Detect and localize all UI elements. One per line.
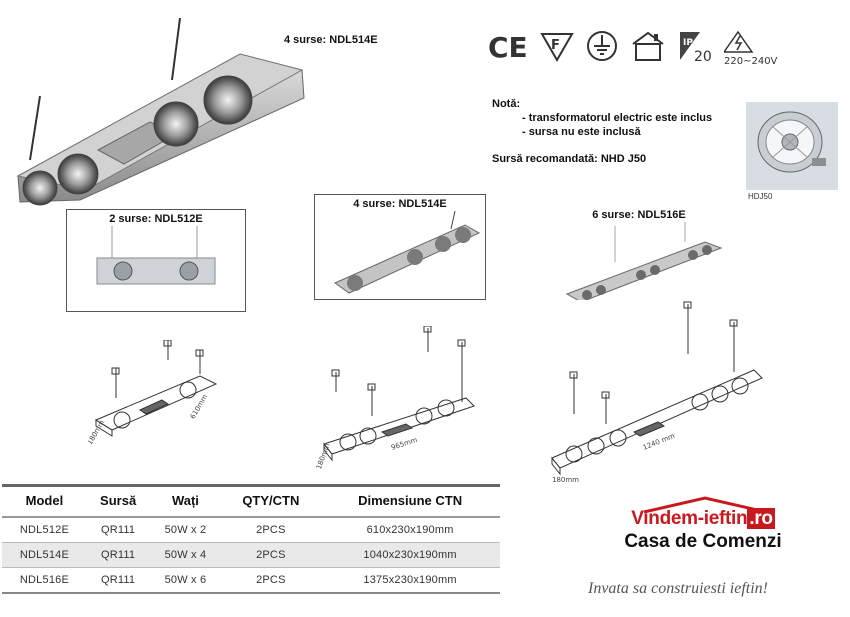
- brand-name[interactable]: Vindem-ieftin.ro: [608, 508, 798, 530]
- hero-fixture-image: [16, 18, 305, 206]
- variant-label: 4 surse: NDL514E: [353, 198, 447, 210]
- col-header-model: Model: [2, 484, 87, 518]
- drawing-ndl514e: 180mm 965mm: [316, 326, 475, 470]
- svg-text:20: 20: [694, 49, 712, 64]
- brand-slogan: Invata sa construiesti ieftin!: [588, 580, 768, 597]
- col-header-source: Sursă: [86, 484, 150, 518]
- cell-qty: 2PCS: [221, 567, 321, 594]
- variant-label: 2 surse: NDL512E: [109, 213, 203, 225]
- brand-tagline: Casa de Comenzi: [624, 531, 782, 552]
- bulb-photo: [746, 102, 838, 190]
- cell-watts: 50W x 2: [149, 517, 222, 543]
- cell-qty: 2PCS: [221, 517, 321, 543]
- table-header-row: Model Sursă Wați QTY/CTN Dimensiune CTN: [2, 484, 500, 518]
- ground-icon: [586, 30, 618, 67]
- bulb-caption: HDJ50: [748, 192, 773, 201]
- variant-label: 6 surse: NDL516E: [592, 209, 686, 221]
- cell-model: NDL512E: [2, 517, 87, 543]
- table-row: NDL516E QR111 50W x 6 2PCS 1375x230x190m…: [2, 567, 500, 594]
- f-mark-icon: F: [540, 30, 574, 67]
- drawing-ndl516e: 180mm 1240 mm: [551, 301, 763, 484]
- cell-dimension: 1375x230x190mm: [320, 567, 500, 594]
- table-row: NDL512E QR111 50W x 2 2PCS 610x230x190mm: [2, 517, 500, 543]
- svg-text:220~240V: 220~240V: [724, 56, 778, 66]
- dimension-width: 180mm: [88, 419, 106, 447]
- note-item: - sursa nu este inclusă: [522, 126, 641, 138]
- cell-model: NDL514E: [2, 542, 87, 568]
- note-item: - transformatorul electric este inclus: [522, 112, 713, 124]
- ce-mark-icon: CE: [488, 30, 528, 67]
- dimension-length: 965mm: [390, 436, 418, 452]
- dimension-length: 1240 mm: [642, 432, 676, 452]
- brand-block: Vindem-ieftin.ro Casa de Comenzi: [608, 508, 798, 553]
- roof-logo-icon: [643, 496, 767, 514]
- drawing-ndl512e: 180mm 610mm: [88, 340, 218, 447]
- table-row: NDL514E QR111 50W x 4 2PCS 1040x230x190m…: [2, 542, 500, 568]
- col-header-watts: Wați: [149, 484, 222, 518]
- cell-source: QR111: [86, 567, 150, 594]
- cell-watts: 50W x 6: [149, 567, 222, 594]
- variant-card-ndl514e: 4 surse: NDL514E: [314, 194, 486, 300]
- cell-model: NDL516E: [2, 567, 87, 594]
- note-title: Notă:: [492, 98, 521, 110]
- col-header-qty: QTY/CTN: [221, 484, 321, 518]
- cell-dimension: 610x230x190mm: [320, 517, 500, 543]
- svg-text:F: F: [551, 38, 560, 53]
- dimension-width: 180mm: [552, 476, 579, 484]
- cell-source: QR111: [86, 517, 150, 543]
- brand-name-main: Vindem-ieftin: [631, 508, 748, 529]
- variant-card-ndl516e: 6 surse: NDL516E: [554, 205, 724, 301]
- hero-label: 4 surse: NDL514E: [284, 34, 378, 46]
- spec-table: Model Sursă Wați QTY/CTN Dimensiune CTN …: [2, 484, 500, 594]
- cell-qty: 2PCS: [221, 542, 321, 568]
- svg-text:CE: CE: [488, 31, 526, 62]
- variant-card-ndl512e: 2 surse: NDL512E: [66, 209, 246, 312]
- col-header-dimension: Dimensiune CTN: [320, 484, 500, 518]
- cell-watts: 50W x 4: [149, 542, 222, 568]
- recommended-source: Sursă recomandată: NHD J50: [492, 153, 647, 165]
- brand-name-tld: .ro: [747, 508, 775, 529]
- cell-dimension: 1040x230x190mm: [320, 542, 500, 568]
- voltage-icon: 220~240V: [722, 30, 794, 71]
- indoor-house-icon: [630, 30, 666, 67]
- cell-source: QR111: [86, 542, 150, 568]
- svg-text:IP: IP: [683, 38, 693, 48]
